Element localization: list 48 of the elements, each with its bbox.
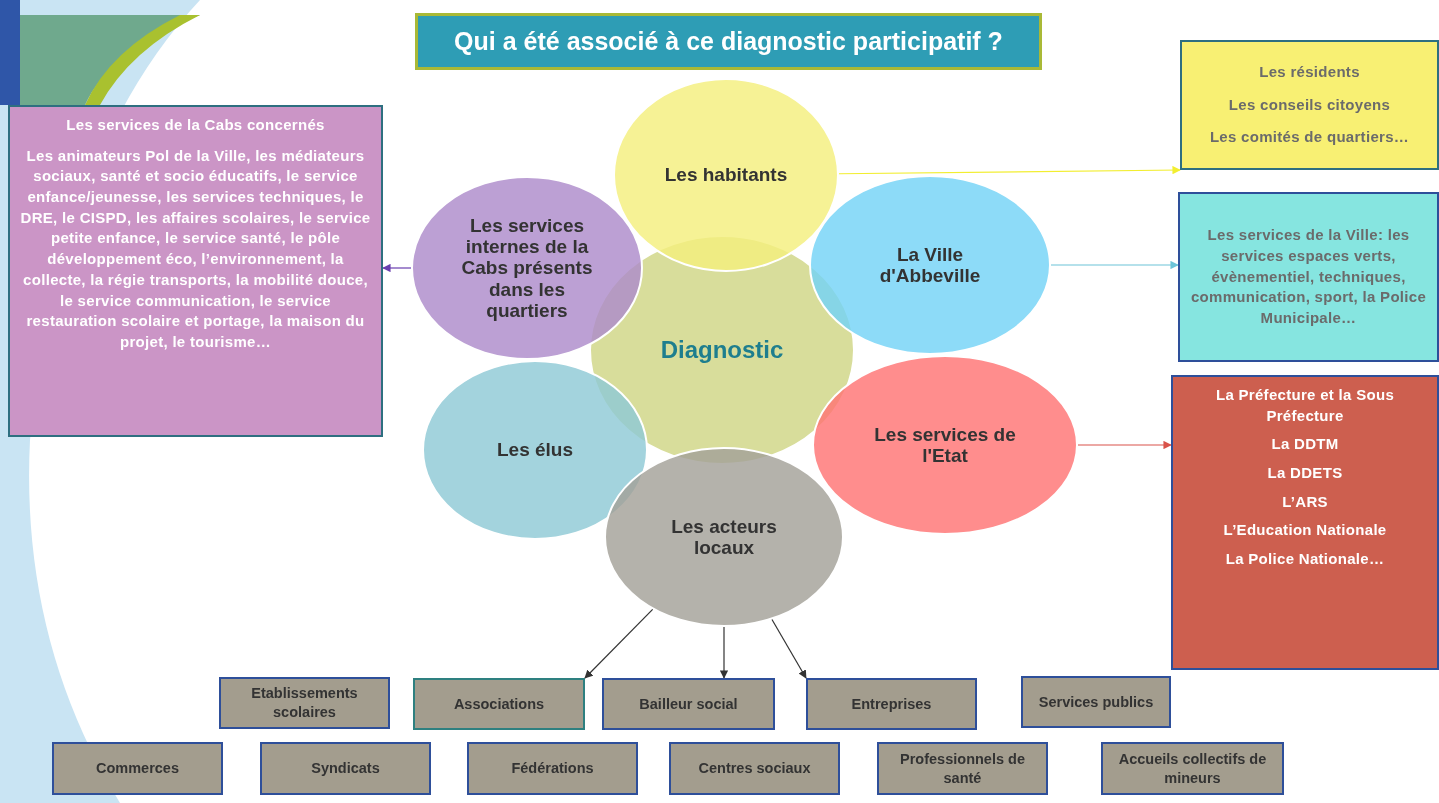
panel-text: La DDETS — [1267, 463, 1343, 484]
arrow — [1077, 440, 1172, 450]
node-label: Les élus — [496, 439, 573, 461]
panel-text: La Police Nationale… — [1225, 549, 1385, 570]
arrow — [1050, 260, 1179, 270]
arrow — [719, 626, 729, 679]
arrow — [382, 263, 412, 273]
panel-text: Les services de la Ville: les services espaces verts, évènementiel, techniques, communication, sport, la Police Municipale… — [1190, 225, 1427, 329]
panel-text: Les animateurs Pol de la Ville, les médiateurs sociaux, santé et socio éducatifs, le service enfance/jeunesse, les services techniques, le DRE, le CISPD, les affaires scolaires, le service petite enfance, le service santé, le pôle développement éco, l’environnement, la collecte, la régie transports, la mobilité douce, le service communication, le service restauration scolaire et portage, la maison du projet, le tourisme… — [20, 145, 371, 352]
actor-box: Accueils collectifs de mineurs — [1101, 742, 1284, 795]
title-banner: Qui a été associé à ce diagnostic participatif ? — [415, 13, 1042, 70]
category-ellipse — [809, 175, 1051, 355]
actor-box: Centres sociaux — [669, 742, 840, 795]
actor-box: Syndicats — [260, 742, 431, 795]
actor-box: Services publics — [1021, 676, 1171, 728]
panel-text: L’Education Nationale — [1223, 520, 1387, 541]
actor-box: Entreprises — [806, 678, 977, 730]
arrow — [584, 608, 654, 679]
panel-text: Les comités de quartiers… — [1209, 127, 1410, 148]
node-label: Les acteurs locaux — [670, 515, 778, 559]
actor-box: Bailleur social — [602, 678, 775, 730]
actor-box: Fédérations — [467, 742, 638, 795]
info-panel — [8, 105, 383, 437]
arrow — [771, 618, 807, 679]
actor-box: Commerces — [52, 742, 223, 795]
node-label: Diagnostic — [660, 336, 784, 364]
info-panel — [1178, 192, 1439, 362]
actor-box: Professionnels de santé — [877, 742, 1048, 795]
node-label: Les services internes de la Cabs présents dans les quartiers — [460, 214, 594, 322]
panel-text: Les services de la Cabs concernés — [66, 115, 325, 135]
panel-text: L’ARS — [1282, 491, 1328, 512]
node-label: Les habitants — [664, 164, 788, 186]
info-panel — [1171, 375, 1439, 670]
panel-text: La Préfecture et la Sous Préfecture — [1214, 385, 1396, 426]
node-label: Les services de l'Etat — [873, 423, 1017, 467]
category-ellipse — [422, 360, 648, 540]
panel-text: La DDTM — [1271, 434, 1339, 455]
actor-box: Associations — [413, 678, 585, 730]
category-ellipse — [604, 447, 844, 627]
category-ellipse — [812, 355, 1078, 535]
actor-box: Etablissements scolaires — [219, 677, 390, 729]
panel-text: Les conseils citoyens — [1228, 94, 1391, 115]
panel-text: Les résidents — [1259, 61, 1360, 82]
node-label: La Ville d'Abbeville — [878, 243, 982, 287]
category-ellipse — [613, 78, 839, 272]
info-panel — [1180, 40, 1439, 170]
category-ellipse — [411, 176, 643, 360]
arrow — [838, 165, 1181, 175]
